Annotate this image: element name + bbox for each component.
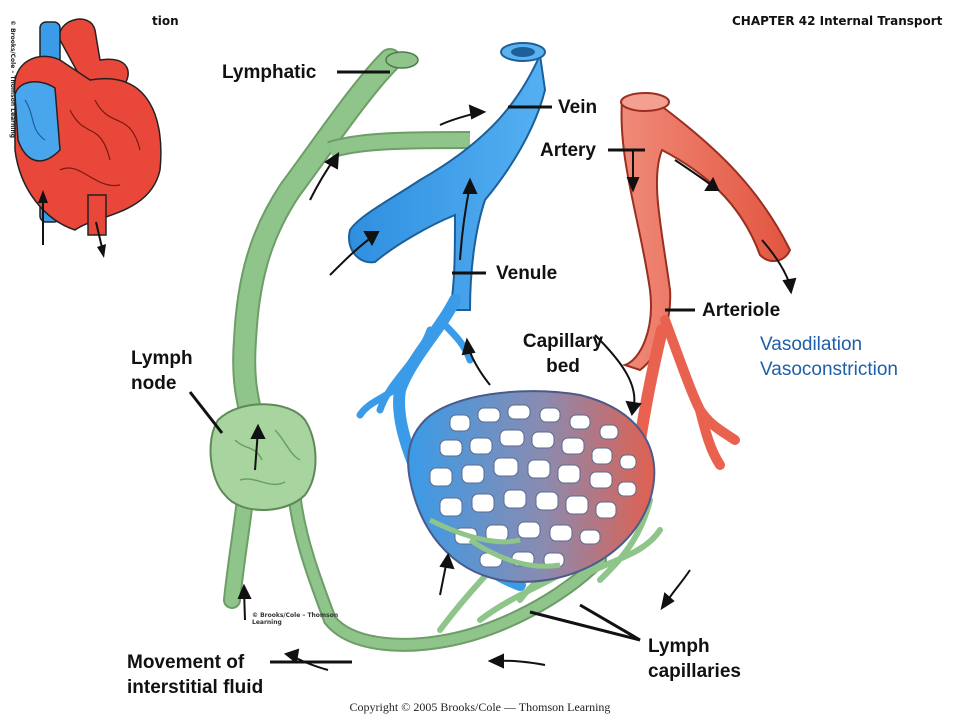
label-movement-line1: Movement of [127,652,245,673]
label-lymph-capillaries-line2: capillaries [648,661,741,682]
label-capillary-bed-line1: Capillary [522,331,604,352]
label-movement-of-interstitial-fluid: Movement of interstitial fluid [127,650,263,700]
label-capillary-bed: Capillary bed [498,329,628,379]
annotation-vasodilation: Vasodilation [760,334,863,355]
label-vein: Vein [558,97,598,118]
label-venule: Venule [496,263,558,284]
label-lymph-node: Lymph node [131,346,193,396]
footer-copyright: Copyright © 2005 Brooks/Cole — Thomson L… [349,700,611,714]
label-lymph-capillaries-line1: Lymph [648,636,710,657]
header-fragment: tion [152,14,179,28]
inner-copyright: © Brooks/Cole – Thomson Learning [252,612,338,626]
label-artery: Artery [540,140,596,161]
label-lymph-node-line2: node [131,373,177,394]
capillary-bed [407,390,656,583]
chapter-title: CHAPTER 42 Internal Transport [732,14,943,28]
lymphatic-vessel [223,48,663,652]
label-lymph-capillaries: Lymph capillaries [648,634,741,684]
inner-copyright-line1: © Brooks/Cole – Thomson [252,612,339,619]
lymph-node [209,403,317,511]
label-lymph-node-line1: Lymph [131,348,193,369]
leader-lines [188,70,695,664]
label-lymphatic: Lymphatic [222,62,317,83]
side-credit-text: © Brooks/Cole – Thomson Learning [9,20,16,139]
label-arteriole: Arteriole [702,300,781,321]
heart-illustration [13,18,162,258]
annotation-vasoconstriction: Vasoconstriction [760,359,898,380]
label-capillary-bed-line2: bed [546,356,580,377]
inner-copyright-line2: Learning [252,619,282,626]
side-credit: © Brooks/Cole – Thomson Learning [4,20,16,240]
label-movement-line2: interstitial fluid [127,677,264,698]
